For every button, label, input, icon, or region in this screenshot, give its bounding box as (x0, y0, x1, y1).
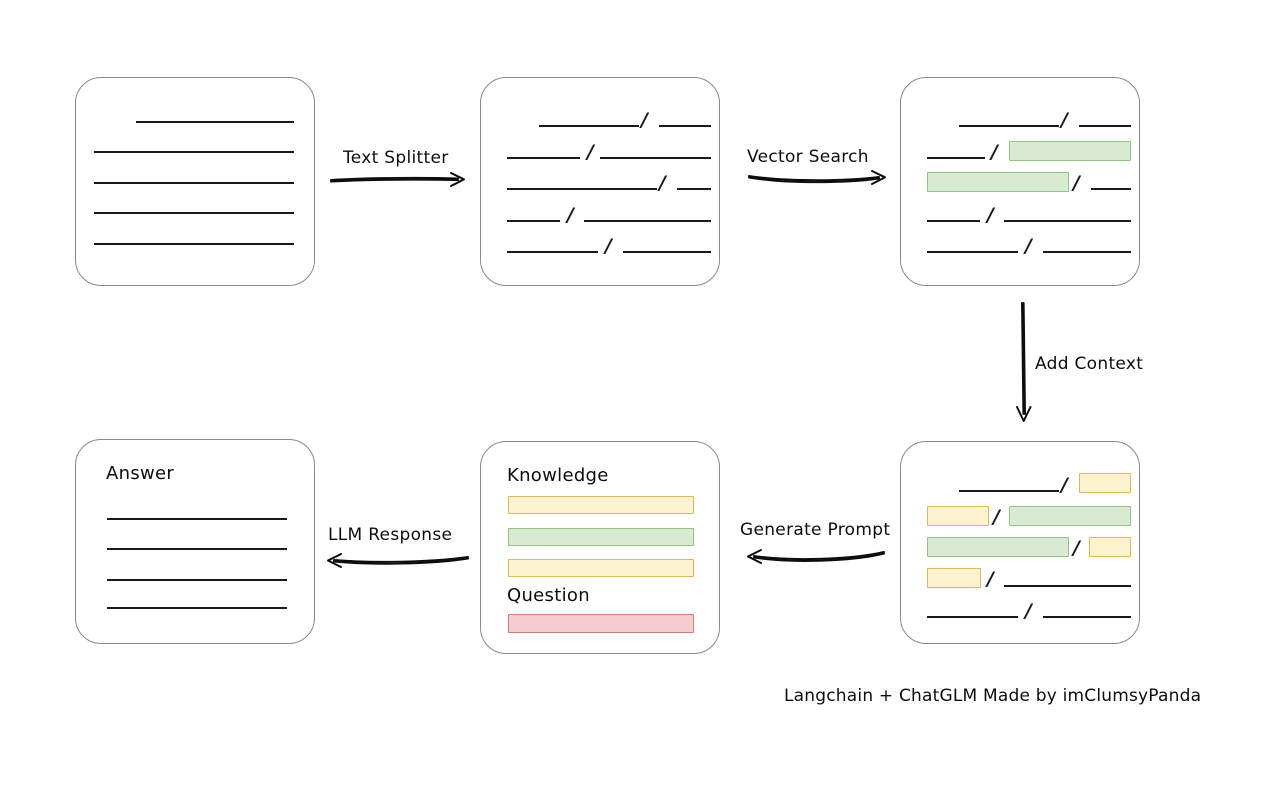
slash-separator: / (987, 568, 994, 590)
doc-line-seg (1091, 188, 1131, 190)
slash-separator: / (1025, 600, 1032, 622)
doc-line (94, 182, 294, 184)
doc-line-seg (539, 125, 639, 127)
arrow-generate-prompt (747, 549, 885, 564)
question-heading: Question (507, 585, 590, 606)
doc-line (136, 121, 294, 123)
slash-separator: / (641, 109, 648, 131)
arrow-vector-search (748, 170, 886, 185)
matched-chunk-chip (927, 537, 1069, 557)
edge-label-text-splitter: Text Splitter (343, 148, 449, 168)
doc-line-seg (584, 220, 711, 222)
doc-line (107, 518, 287, 520)
knowledge-chip (508, 528, 694, 546)
question-chip (508, 614, 694, 633)
node-vector-matched-document[interactable]: / / / / / (900, 77, 1140, 286)
slash-separator: / (987, 204, 994, 226)
doc-line-seg (507, 157, 580, 159)
slash-separator: / (567, 204, 574, 226)
doc-line (107, 548, 287, 550)
slash-separator: / (587, 141, 594, 163)
prompt-chunk-chip (927, 568, 981, 588)
slash-separator: / (1061, 474, 1068, 496)
doc-line-seg (1004, 220, 1131, 222)
node-answer[interactable]: Answer (75, 439, 315, 644)
diagram-caption: Langchain + ChatGLM Made by imClumsyPand… (784, 686, 1202, 706)
slash-separator: / (1073, 537, 1080, 559)
node-split-document[interactable]: / / / / / (480, 77, 720, 286)
node-source-document[interactable] (75, 77, 315, 286)
prompt-chunk-chip (1089, 537, 1131, 557)
doc-line (107, 579, 287, 581)
node-prompt[interactable]: Knowledge Question (480, 441, 720, 654)
knowledge-chip (508, 559, 694, 577)
matched-chunk-chip (927, 172, 1069, 192)
edge-label-generate-prompt: Generate Prompt (740, 520, 891, 540)
slash-separator: / (993, 506, 1000, 528)
slash-separator: / (1061, 109, 1068, 131)
doc-line-seg (600, 157, 711, 159)
doc-line-seg (1004, 585, 1131, 587)
doc-line (94, 151, 294, 153)
arrow-llm-response (327, 553, 469, 568)
slash-separator: / (605, 235, 612, 257)
doc-line-seg (677, 188, 711, 190)
prompt-chunk-chip (927, 506, 989, 526)
answer-heading: Answer (106, 463, 175, 484)
matched-chunk-chip (1009, 506, 1131, 526)
doc-line-seg (927, 616, 1018, 618)
doc-line-seg (659, 125, 711, 127)
doc-line-seg (507, 251, 598, 253)
doc-line-seg (927, 251, 1018, 253)
edge-label-add-context: Add Context (1035, 354, 1144, 374)
doc-line-seg (959, 490, 1059, 492)
arrow-text-splitter (330, 172, 465, 187)
doc-line-seg (1043, 616, 1131, 618)
doc-line (94, 212, 294, 214)
edge-label-vector-search: Vector Search (747, 147, 869, 167)
doc-line-seg (507, 220, 560, 222)
slash-separator: / (1025, 235, 1032, 257)
slash-separator: / (1073, 172, 1080, 194)
doc-line-seg (1079, 125, 1131, 127)
knowledge-heading: Knowledge (507, 465, 609, 486)
node-context-document[interactable]: / / / / / (900, 441, 1140, 644)
edge-label-llm-response: LLM Response (328, 525, 453, 545)
knowledge-chip (508, 496, 694, 514)
slash-separator: / (991, 141, 998, 163)
doc-line-seg (959, 125, 1059, 127)
doc-line-seg (927, 157, 985, 159)
doc-line (94, 243, 294, 245)
doc-line (107, 607, 287, 609)
doc-line-seg (927, 220, 980, 222)
arrow-add-context (1016, 302, 1032, 422)
doc-line-seg (623, 251, 711, 253)
doc-line-seg (1043, 251, 1131, 253)
slash-separator: / (659, 172, 666, 194)
matched-chunk-chip (1009, 141, 1131, 161)
doc-line-seg (507, 188, 657, 190)
prompt-chunk-chip (1079, 473, 1131, 493)
